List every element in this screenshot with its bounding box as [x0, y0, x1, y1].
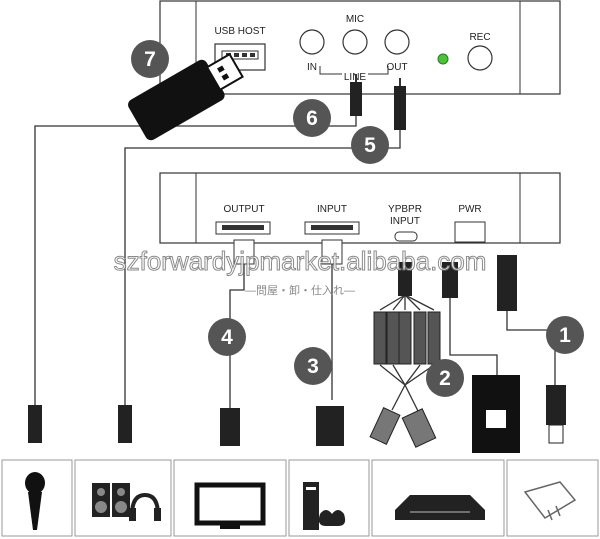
callouts: 7 6 5 4 3 2 1: [131, 40, 584, 397]
svg-text:6: 6: [306, 107, 318, 130]
bottom-unit: OUTPUT INPUT YPBPR INPUT PWR: [159, 172, 561, 244]
callout-1: 1: [546, 316, 584, 354]
watermark: szforwardyjpmarket.alibaba.com —問屋・卸・仕入れ…: [113, 246, 487, 298]
rca-plug-3: [398, 311, 412, 365]
callout-4: 4: [208, 318, 246, 356]
output-label: OUTPUT: [223, 204, 264, 215]
ypbpr-plug: [398, 262, 412, 296]
usb-stick: [128, 52, 244, 141]
mic-label: MIC: [346, 14, 364, 25]
hdmi-in-cable-end: [316, 406, 344, 446]
usb-plug: [546, 385, 566, 425]
hdmi-out-cable-end: [220, 408, 240, 446]
rca-plug-5: [427, 311, 441, 365]
rca-plug-2: [386, 311, 400, 365]
svg-text:3: 3: [307, 355, 319, 378]
device-row: [1, 459, 599, 537]
callout-7: 7: [131, 40, 169, 78]
rec-label: REC: [469, 32, 490, 43]
component-plug-a: [369, 407, 401, 445]
mic-jack-center[interactable]: [342, 29, 368, 55]
status-led: [437, 53, 449, 65]
player-device: [371, 459, 505, 537]
usb-host-label: USB HOST: [214, 26, 265, 37]
blu-ray-player-icon: [395, 495, 485, 520]
watermark-text: szforwardyjpmarket.alibaba.com: [114, 246, 487, 276]
speakers-headphones-icon: [92, 483, 161, 521]
connector-plugs: [28, 74, 566, 453]
power-adapter-icon: [523, 481, 577, 521]
callout-5: 5: [351, 126, 389, 164]
speakers-device: [74, 459, 172, 537]
svg-text:4: 4: [221, 326, 233, 349]
svg-text:7: 7: [144, 48, 156, 71]
monitor-device: [173, 459, 287, 537]
callout-2: 2: [426, 359, 464, 397]
pwr-label: PWR: [458, 204, 481, 215]
game-console-icon: [303, 482, 346, 530]
mic-jack-left[interactable]: [299, 29, 325, 55]
hdmi-in-plug: [321, 239, 343, 265]
mic-plug: [28, 405, 42, 443]
line-in-label: IN: [307, 62, 317, 73]
line-out-plug: [394, 86, 406, 130]
monitor-icon: [194, 482, 266, 529]
speaker-plug: [118, 405, 132, 443]
svg-text:5: 5: [364, 134, 376, 157]
component-plug-b: [401, 408, 437, 448]
rca-plug-4: [413, 311, 427, 365]
input-label: INPUT: [317, 204, 347, 215]
svg-text:1: 1: [559, 324, 571, 347]
mic-jack-right[interactable]: [384, 29, 410, 55]
microphone-icon: [25, 472, 45, 530]
ypbpr-input-label: INPUT: [390, 216, 420, 227]
watermark-subtext: —問屋・卸・仕入れ—: [245, 283, 355, 297]
ypbpr-label: YPBPR: [388, 204, 422, 215]
hdmi-out-plug: [233, 239, 255, 265]
callout-6: 6: [293, 99, 331, 137]
microphone-device: [1, 459, 73, 537]
rec-button[interactable]: [467, 45, 493, 71]
ypbpr-port[interactable]: [394, 231, 418, 242]
power-cable-plug: [497, 255, 517, 311]
usb-stick-icon: [128, 59, 225, 141]
line-in-plug: [350, 82, 362, 116]
cables: [34, 115, 556, 416]
rca-plug-1: [373, 311, 387, 365]
blu-ray-cable-plug: [442, 262, 458, 298]
adapter-device: [506, 459, 599, 537]
power-port[interactable]: [454, 221, 486, 243]
svg-text:2: 2: [439, 367, 451, 390]
console-device: [288, 459, 370, 537]
callout-3: 3: [294, 347, 332, 385]
line-out-label: OUT: [386, 62, 407, 73]
